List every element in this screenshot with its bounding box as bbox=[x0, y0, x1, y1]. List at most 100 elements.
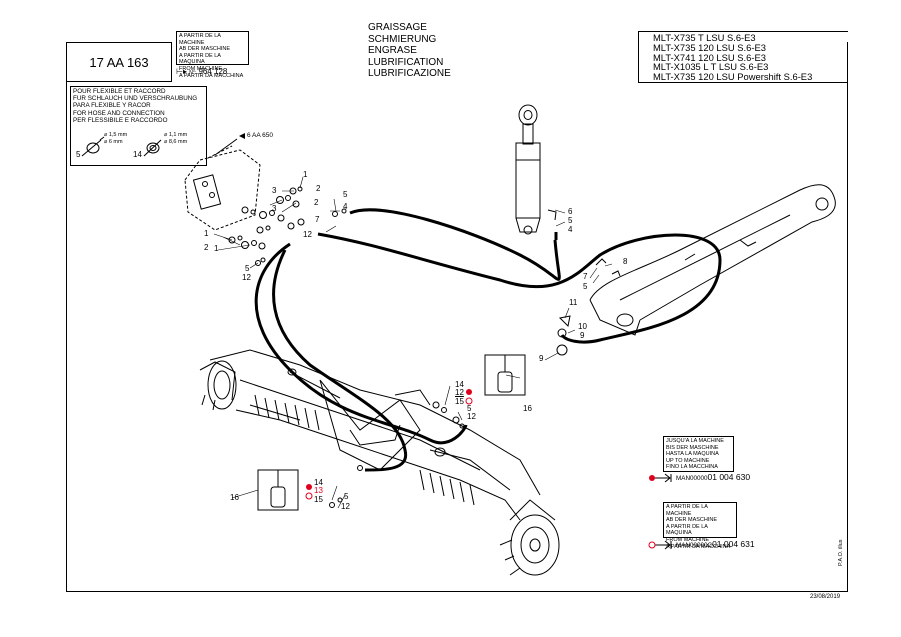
model-item: MLT-X735 120 LSU S.6-E3 bbox=[653, 41, 766, 53]
callout-14: 14 bbox=[133, 150, 142, 159]
lang-line: FOR HOSE AND CONNECTION bbox=[73, 109, 165, 117]
title-en: LUBRIFICATION bbox=[368, 56, 444, 68]
grease-hose bbox=[254, 208, 722, 472]
model-item: MLT-X735 120 LSU Powershift S.6-E3 bbox=[653, 71, 813, 83]
callout-5: 5 bbox=[467, 404, 472, 413]
lang-line: AB DER MASCHINE bbox=[179, 46, 231, 53]
arrow-icon: ⊢▸ bbox=[176, 67, 187, 76]
diameter-label: ⌀ 6 mm bbox=[104, 139, 123, 145]
callout-4: 4 bbox=[343, 202, 348, 211]
callout-5: 5 bbox=[245, 264, 250, 273]
title-de: SCHMIERUNG bbox=[368, 33, 437, 45]
callout-8: 8 bbox=[623, 257, 628, 266]
until-machine-box: JUSQU'A LA MACHINE BIS DER MASCHINE HAST… bbox=[663, 436, 734, 472]
grease-cartridge-icon bbox=[484, 354, 526, 396]
lang-line: A PARTIR DE LA MAQUINA bbox=[179, 52, 221, 66]
model-list: MLT-X735 T LSU S.6-E3 MLT-X735 120 LSU S… bbox=[638, 31, 848, 83]
red-marker-empty bbox=[465, 397, 473, 405]
lang-line: PER FLESSIBILE E RACCORDO bbox=[73, 116, 168, 124]
callout-1: 1 bbox=[214, 244, 219, 253]
callout-leaders bbox=[213, 176, 613, 509]
illustration-credit: P.A.O. illus bbox=[838, 539, 844, 567]
drawing-date: 23/08/2019 bbox=[810, 594, 841, 600]
axle-assembly bbox=[199, 349, 560, 576]
serial-number: 01 004 631 bbox=[712, 539, 755, 549]
lang-line: FROM MACHINE bbox=[179, 65, 223, 72]
callout-12: 12 bbox=[467, 412, 476, 421]
callout-3: 3 bbox=[272, 204, 277, 213]
callout-12: 12 bbox=[242, 273, 251, 282]
lang-line: AB DER MASCHINE bbox=[666, 517, 718, 524]
callout-12: 12 bbox=[455, 388, 464, 397]
lang-line: JUSQU'A LA MACHINE bbox=[666, 438, 724, 444]
lang-line: BIS DER MASCHINE bbox=[666, 444, 719, 451]
callout-15: 15 bbox=[314, 495, 323, 504]
serial-prefix: MAN00000C bbox=[676, 542, 713, 549]
lang-line: FUR SCHLAUCH UND VERSCHRAUBUNG bbox=[73, 95, 198, 103]
hose-fitting-icon bbox=[143, 139, 162, 157]
from-machine-box: A PARTIR DE LA MACHINE AB DER MASCHINE A… bbox=[663, 502, 737, 550]
lang-line: UP TO MACHINE bbox=[666, 457, 710, 464]
model-item: MLT-X741 120 LSU S.6-E3 bbox=[653, 51, 766, 63]
drawing-reference: 17 AA 163 bbox=[66, 42, 172, 82]
lang-line: HASTA LA MAQUINA bbox=[666, 451, 719, 458]
grease-cartridge-icon bbox=[257, 469, 299, 511]
lang-line: FINO LA MACCHINA bbox=[666, 464, 718, 471]
title-fr: GRAISSAGE bbox=[368, 22, 427, 33]
grease-nipple-group bbox=[329, 401, 465, 508]
callout-2: 2 bbox=[316, 184, 321, 193]
callout-9: 9 bbox=[539, 354, 544, 363]
chassis-outline bbox=[184, 145, 261, 231]
grease-fitting-block bbox=[192, 174, 222, 210]
serial-number: 01 004 630 bbox=[707, 472, 751, 482]
title-it: LUBRIFICAZIONE bbox=[368, 68, 451, 80]
diameter-label: ⌀ 1,5 mm bbox=[104, 132, 128, 138]
until-arrow-icon bbox=[655, 473, 672, 483]
axle-ribs bbox=[254, 394, 475, 506]
callout-10: 10 bbox=[578, 322, 587, 331]
from-machine-header-box: A PARTIR DE LA MACHINE AB DER MASCHINE A… bbox=[176, 31, 249, 79]
callout-15: 15 bbox=[455, 397, 464, 406]
hose-fitting-icon bbox=[81, 136, 105, 157]
callout-16: 16 bbox=[523, 404, 532, 413]
from-machine-number-row: ⊢▸ N°: 964 128 bbox=[176, 67, 227, 76]
from-arrow-icon bbox=[655, 540, 672, 550]
hose-box-header: POUR FLEXIBLE ET RACCORD FUR SCHLAUCH UN… bbox=[71, 87, 206, 125]
callout-4: 4 bbox=[568, 225, 573, 234]
callout-7: 7 bbox=[315, 215, 320, 224]
callout-2: 2 bbox=[314, 198, 319, 207]
number-prefix: N°: bbox=[189, 70, 197, 76]
lang-line: POUR FLEXIBLE ET RACCORD bbox=[73, 88, 166, 95]
lang-line: FROM MACHINE bbox=[666, 536, 710, 543]
title-es: ENGRASE bbox=[368, 45, 417, 57]
page-title: GRAISSAGE SCHMIERUNG ENGRASE LUBRIFICATI… bbox=[368, 22, 451, 80]
callout-2: 2 bbox=[204, 243, 209, 252]
cross-reference-6aa650: 6 AA 650 bbox=[247, 132, 274, 139]
callout-5: 5 bbox=[76, 150, 81, 159]
callout-16: 16 bbox=[230, 493, 239, 502]
until-machine-serial: MAN0000001 004 630 bbox=[676, 472, 750, 482]
callout-3: 3 bbox=[272, 186, 277, 195]
diameter-label: ⌀ 1,1 mm bbox=[164, 132, 188, 138]
steering-rod bbox=[287, 368, 511, 491]
lang-line: PARA FLEXIBLE Y RACOR bbox=[73, 102, 151, 110]
callout-1: 1 bbox=[303, 170, 308, 179]
callout-13: 13 bbox=[314, 486, 323, 495]
drawing-frame bbox=[66, 42, 848, 592]
boom-cylinder bbox=[589, 184, 836, 336]
lang-line: A PARTIR DE LA MACHINE bbox=[666, 504, 708, 517]
grease-nipple-group bbox=[228, 186, 347, 266]
callout-6: 6 bbox=[568, 207, 573, 216]
callout-11: 11 bbox=[569, 298, 578, 307]
red-marker-empty bbox=[648, 541, 656, 549]
callout-9: 9 bbox=[580, 331, 585, 340]
hose-fitting bbox=[556, 258, 621, 356]
model-item: MLT-X1035 L T LSU S.6-E3 bbox=[653, 61, 769, 73]
lang-line: A PARTIR DA MACCHINA bbox=[179, 72, 244, 79]
lang-line: A PARTIR DE LA MACHINE bbox=[179, 33, 221, 46]
red-marker-empty bbox=[305, 492, 313, 500]
hose-connection-box: POUR FLEXIBLE ET RACCORD FUR SCHLAUCH UN… bbox=[70, 86, 207, 166]
callout-5: 5 bbox=[343, 190, 348, 199]
reference-arrow-icon bbox=[239, 133, 245, 139]
